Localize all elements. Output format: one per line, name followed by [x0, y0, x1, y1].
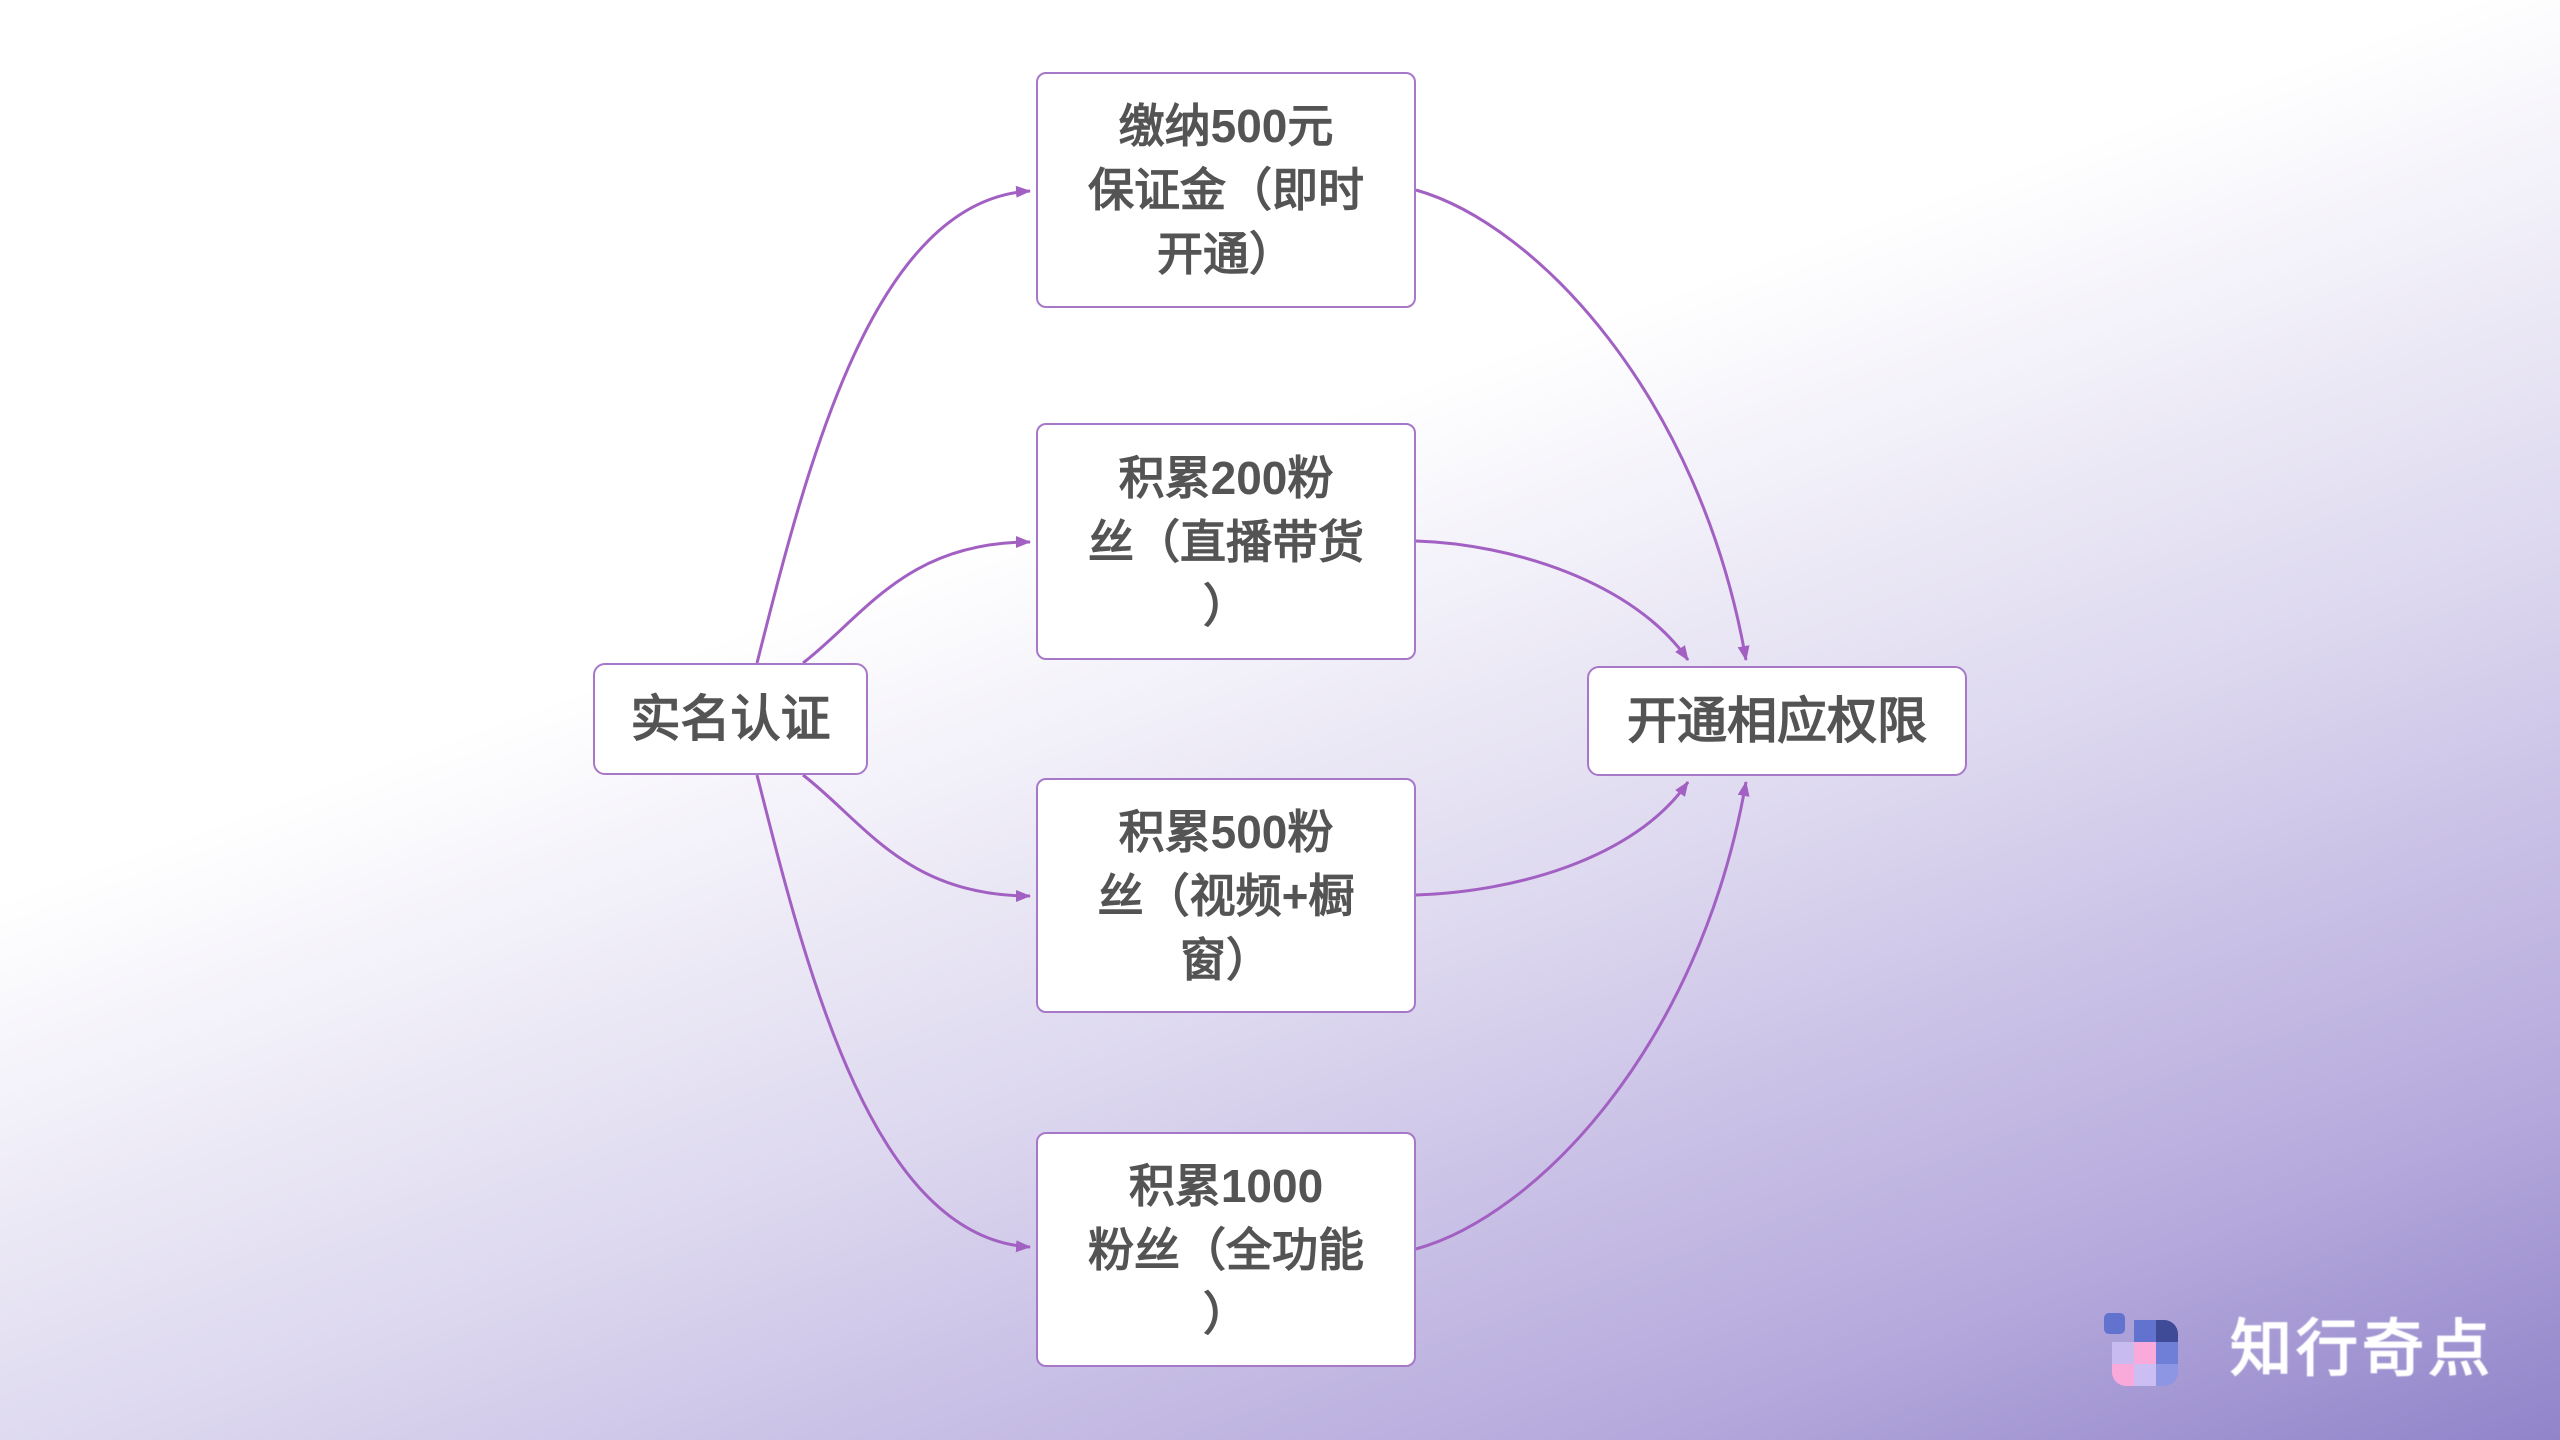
node-pay-deposit: 缴纳500元 保证金（即时 开通） [1036, 72, 1416, 308]
node-real-name-verification: 实名认证 [593, 663, 868, 775]
logo-cell-mid-center [2134, 1342, 2156, 1364]
logo-cell-top-mid [2134, 1320, 2156, 1342]
connector-start-to-branch1 [755, 185, 1031, 664]
logo-cell-bottom-right [2156, 1364, 2178, 1386]
logo-cell-detached [2104, 1313, 2125, 1334]
logo-cell-top-right [2156, 1320, 2178, 1342]
node-500-followers: 积累500粉 丝（视频+橱 窗） [1036, 778, 1416, 1013]
logo-cell-mid-right [2156, 1342, 2178, 1364]
connector-branch1-to-end [1415, 188, 1750, 661]
logo-cell-bottom-mid [2134, 1364, 2156, 1386]
connector-start-to-branch4 [755, 774, 1031, 1253]
brand-logo-icon [2104, 1313, 2178, 1386]
brand-logo: 知行奇点 [2098, 1308, 2494, 1392]
connector-branch4-to-end [1415, 781, 1750, 1251]
node-open-permissions: 开通相应权限 [1587, 666, 1967, 776]
connector-branch3-to-end [1415, 781, 1690, 897]
node-1000-followers: 积累1000 粉丝（全功能 ） [1036, 1132, 1416, 1367]
node-200-followers: 积累200粉 丝（直播带货 ） [1036, 423, 1416, 660]
logo-cell-mid-left [2112, 1342, 2134, 1364]
connector-branch2-to-end [1415, 539, 1690, 661]
logo-cell-bottom-left [2112, 1364, 2134, 1386]
connector-start-to-branch3 [802, 773, 1031, 902]
connector-start-to-branch2 [802, 536, 1031, 665]
brand-logo-text: 知行奇点 [2230, 1315, 2495, 1384]
